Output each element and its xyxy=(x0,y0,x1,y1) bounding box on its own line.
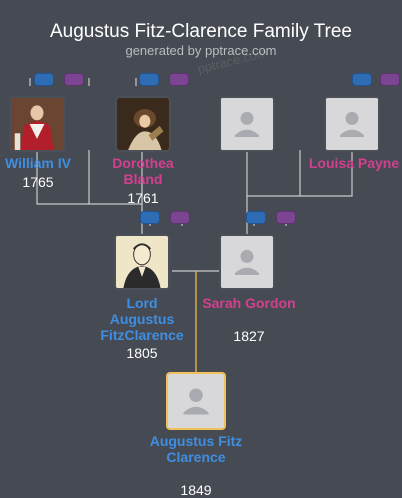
person-name-lord-augustus[interactable]: Lord Augustus FitzClarence xyxy=(100,295,184,343)
expand-mother-button-louisa[interactable] xyxy=(380,73,400,86)
expand-father-button-william[interactable] xyxy=(34,73,54,86)
person-silhouette-icon xyxy=(221,98,273,150)
expand-mother-button-lord-augustus[interactable] xyxy=(170,211,190,224)
person-year-lord-augustus: 1805 xyxy=(126,345,158,361)
engraving-lord-augustus-icon xyxy=(116,236,168,288)
person-card-sarah-gordon[interactable] xyxy=(219,234,275,290)
page-title: Augustus Fitz-Clarence Family Tree xyxy=(50,21,352,42)
person-card-dorothea-bland[interactable] xyxy=(115,96,171,152)
expand-mother-button-dorothea[interactable] xyxy=(169,73,189,86)
person-silhouette-icon xyxy=(326,98,378,150)
person-name-louisa-payne[interactable]: Louisa Payne xyxy=(308,155,400,171)
person-year-augustus-fitz-clarence: 1849 xyxy=(180,482,212,498)
connector-button-ticks-1 xyxy=(29,78,90,86)
expand-father-button-louisa[interactable] xyxy=(352,73,372,86)
person-silhouette-icon xyxy=(221,236,273,288)
expand-mother-button-william[interactable] xyxy=(64,73,84,86)
expand-father-button-dorothea[interactable] xyxy=(139,73,159,86)
person-name-dorothea-bland[interactable]: Dorothea Bland xyxy=(112,155,174,187)
person-year-dorothea-bland: 1761 xyxy=(127,190,159,206)
person-card-lord-augustus[interactable] xyxy=(114,234,170,290)
person-year-sarah-gordon: 1827 xyxy=(233,328,265,344)
portrait-dorothea-bland-icon xyxy=(117,98,169,150)
expand-father-button-sarah[interactable] xyxy=(246,211,266,224)
person-year-william-iv: 1765 xyxy=(22,174,54,190)
person-silhouette-icon xyxy=(169,374,223,428)
person-card-william-iv[interactable] xyxy=(9,96,65,152)
page-subtitle: generated by pptrace.com xyxy=(125,43,277,58)
person-card-louisa-payne[interactable] xyxy=(324,96,380,152)
portrait-william-iv-icon xyxy=(11,98,63,150)
expand-mother-button-sarah[interactable] xyxy=(276,211,296,224)
person-name-william-iv[interactable]: William IV xyxy=(4,155,71,171)
person-name-sarah-gordon[interactable]: Sarah Gordon xyxy=(202,295,296,311)
person-card-augustus-fitz-clarence[interactable] xyxy=(166,372,226,430)
expand-father-button-lord-augustus[interactable] xyxy=(140,211,160,224)
person-name-augustus-fitz-clarence[interactable]: Augustus Fitz Clarence xyxy=(149,433,243,465)
person-card-unknown[interactable] xyxy=(219,96,275,152)
